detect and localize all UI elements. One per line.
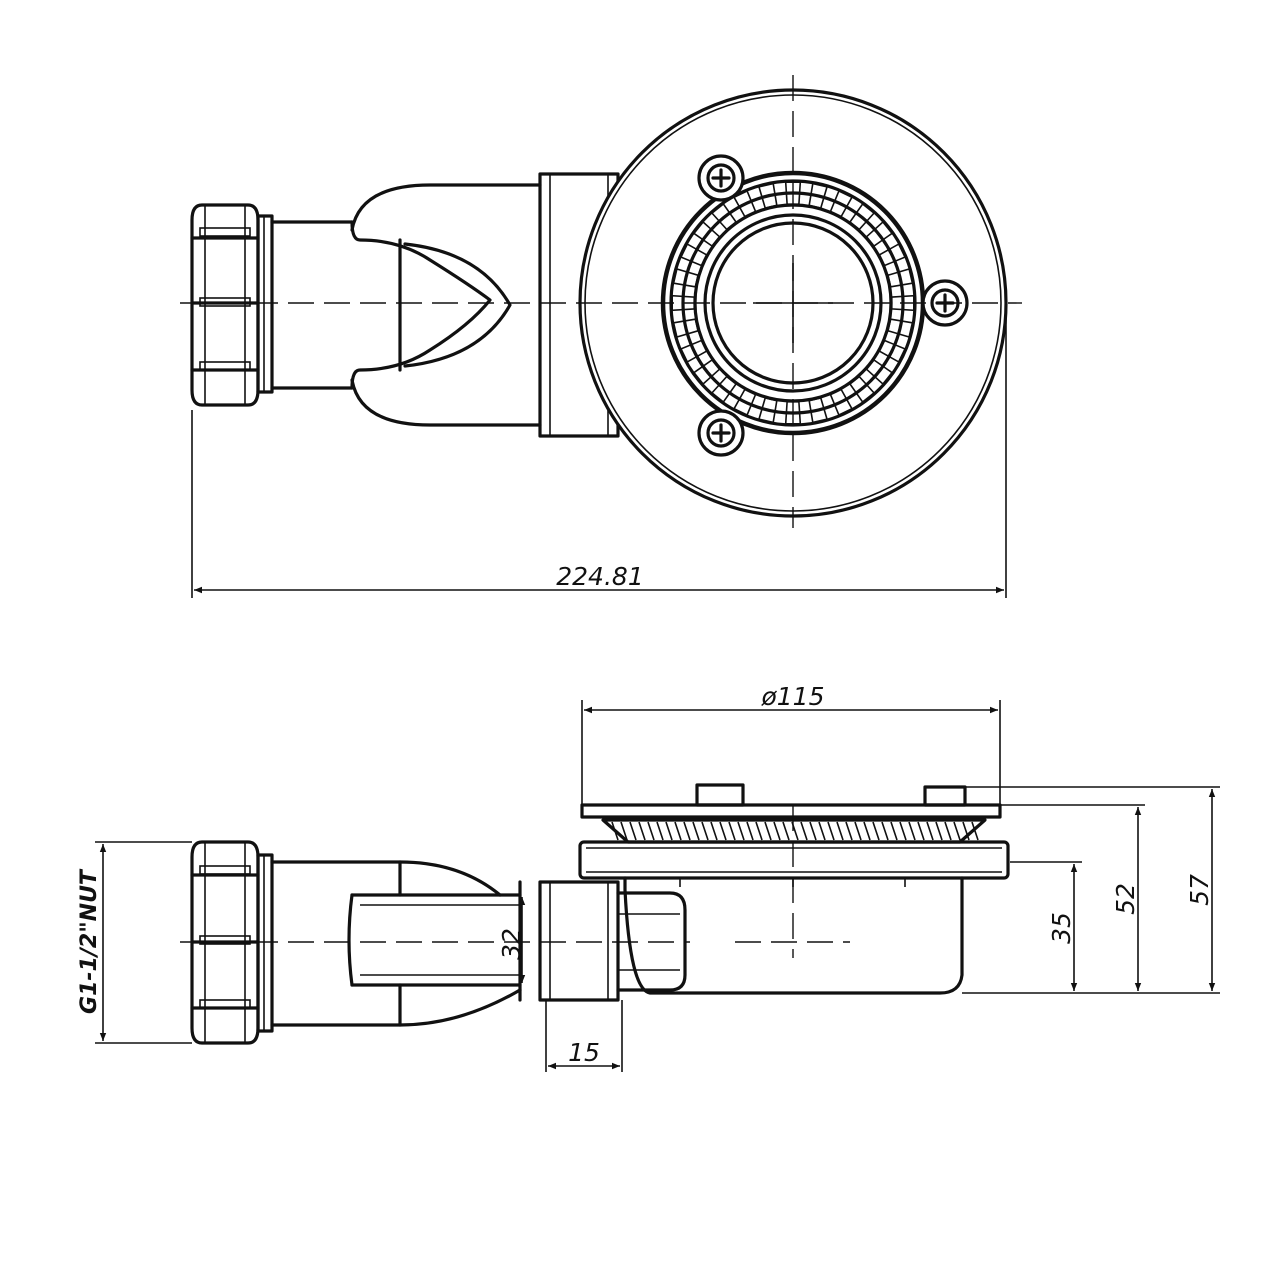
side-grate-slot [674, 821, 682, 841]
grate-slot [848, 202, 876, 231]
side-grate-slot [737, 821, 745, 841]
dim-outlet-offset: 15 [545, 1000, 623, 1072]
side-grate-slot [809, 821, 817, 841]
grate-slot [865, 358, 894, 386]
grate-slot [757, 182, 778, 209]
grate-slot [865, 220, 894, 248]
top-view: 224.81 [180, 75, 1022, 598]
dim-nut-thread: G1-1/2"NUT [77, 841, 192, 1044]
side-grate-slot [773, 821, 781, 841]
side-grate-slot [917, 821, 925, 841]
side-grate-slot [854, 821, 862, 841]
side-grate-slot [971, 821, 979, 841]
grate-slots [671, 181, 915, 425]
dim-body-depth-label: 35 [1047, 912, 1076, 944]
grate-slot [829, 189, 854, 218]
dim-overall-height-label: 57 [1185, 874, 1214, 906]
grate-slot [732, 189, 757, 218]
side-grate-slot [881, 821, 889, 841]
grate-slot [757, 397, 778, 424]
side-grate-slot [683, 821, 691, 841]
side-grate-slot [962, 821, 970, 841]
grate-slot [829, 388, 854, 417]
side-grate-slot [692, 821, 700, 841]
side-nut [190, 840, 274, 1045]
top-nut [190, 203, 274, 407]
grate-slot [679, 242, 708, 267]
side-grate-slot [827, 821, 835, 841]
grate-slot [672, 318, 699, 339]
side-grate-slot [629, 821, 637, 841]
grate-slot [784, 181, 802, 205]
side-grate-slot [728, 821, 736, 841]
side-grate-slot [953, 821, 961, 841]
side-grate-slot [845, 821, 853, 841]
side-grate-slot [890, 821, 898, 841]
side-grate-slot [836, 821, 844, 841]
dim-body-depth: 35 [962, 861, 1220, 994]
side-grate-slot [638, 821, 646, 841]
dim-nut-thread-label: G1-1/2"NUT [77, 868, 102, 1014]
grate-slot [710, 375, 738, 404]
grate-slot [732, 388, 757, 417]
grate-slot [890, 294, 915, 312]
side-grate-slot [647, 821, 655, 841]
side-grate-slot [710, 821, 718, 841]
grate-slot [671, 294, 696, 312]
grate-slot [710, 202, 738, 231]
side-grate-slot [755, 821, 763, 841]
side-grate-slot [872, 821, 880, 841]
screw-bottom [697, 409, 745, 457]
side-grate-slot [764, 821, 772, 841]
side-grate-slot [611, 821, 619, 841]
dim-overall-length-label: 224.81 [556, 562, 643, 591]
side-grate-slot [800, 821, 808, 841]
side-pipe [270, 860, 687, 1027]
grate-slot [887, 267, 914, 288]
grate-slot [887, 318, 914, 339]
dim-height-to-grate: 52 [985, 804, 1145, 991]
grate-slot [808, 397, 829, 424]
side-grate-slot [746, 821, 754, 841]
side-grate-slot [863, 821, 871, 841]
side-grate-slots [611, 821, 979, 841]
side-grate-slot [926, 821, 934, 841]
side-grate-slot [782, 821, 790, 841]
dim-flange-diameter: ø115 [581, 682, 1001, 805]
side-grate-slot [908, 821, 916, 841]
grate-slot [784, 400, 802, 425]
screw-top [697, 154, 745, 202]
side-grate-slot [701, 821, 709, 841]
side-grate-slot [620, 821, 628, 841]
grate-slot [808, 182, 829, 209]
top-pipe-body [270, 172, 620, 438]
side-view: ø115 32 15 35 52 5 [77, 682, 1220, 1072]
side-grate-slot [899, 821, 907, 841]
side-grate-slot [944, 821, 952, 841]
side-grate-slot [719, 821, 727, 841]
grate-slot [692, 220, 721, 248]
dim-outlet-height-label: 32 [497, 928, 526, 960]
dim-outlet-height: 32 [497, 897, 526, 983]
grate-slot [878, 339, 907, 364]
side-grate-slot [818, 821, 826, 841]
dim-overall-length: 224.81 [191, 310, 1007, 598]
dim-overall-height: 57 [965, 786, 1220, 991]
grate-slot [692, 358, 721, 386]
grate-slot [672, 267, 699, 288]
side-body [578, 783, 1010, 995]
dim-outlet-offset-label: 15 [568, 1038, 600, 1067]
grate-slot [679, 339, 708, 364]
grate-slot [848, 375, 876, 404]
dim-flange-diameter-label: ø115 [760, 682, 824, 711]
side-grate-slot [935, 821, 943, 841]
dim-height-to-grate-label: 52 [1111, 883, 1140, 915]
side-grate-slot [656, 821, 664, 841]
side-grate-slot [665, 821, 673, 841]
grate-slot [878, 242, 907, 267]
